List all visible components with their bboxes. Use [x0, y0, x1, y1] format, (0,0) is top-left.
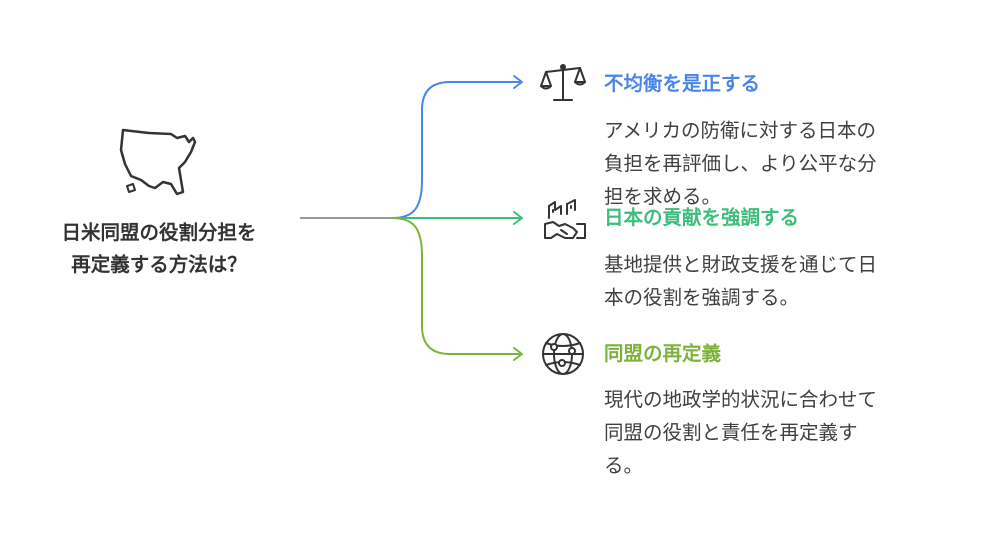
usa-map-icon	[119, 128, 197, 196]
arrowhead-3	[513, 347, 523, 361]
central-question: 日米同盟の役割分担を 再定義する方法は？	[18, 217, 300, 281]
option-1-desc-line-3: 担を求める。	[604, 185, 722, 208]
option-2-description: 基地提供と財政支援を通じて日 本の役割を強調する。	[604, 248, 964, 314]
arrowhead-1	[513, 75, 523, 89]
option-3-desc-line-3: る。	[604, 454, 644, 477]
option-1-desc-line-1: アメリカの防衛に対する日本の	[604, 119, 877, 142]
option-1-description: アメリカの防衛に対する日本の 負担を再評価し、より公平な分 担を求める。	[604, 114, 964, 213]
branch-line-1	[391, 81, 520, 219]
option-3-description: 現代の地政学的状況に合わせて 同盟の役割と責任を再定義す る。	[604, 383, 964, 482]
option-1-desc-line-2: 負担を再評価し、より公平な分	[604, 152, 877, 175]
option-1-title: 不均衡を是正する	[604, 72, 761, 95]
globe-network-icon	[542, 333, 584, 375]
branch-line-3	[391, 217, 520, 355]
option-3-desc-line-1: 現代の地政学的状況に合わせて	[604, 388, 878, 411]
option-3-title: 同盟の再定義	[604, 342, 722, 365]
central-question-line-2: 再定義する方法は？	[71, 253, 247, 276]
option-2-desc-line-2: 本の役割を強調する。	[604, 286, 800, 309]
balance-scale-icon	[540, 64, 586, 101]
handshake-factory-icon	[544, 199, 586, 239]
option-3-desc-line-2: 同盟の役割と責任を再定義す	[604, 421, 858, 444]
arrowhead-2	[513, 211, 523, 225]
option-2-desc-line-1: 基地提供と財政支援を通じて日	[604, 253, 878, 276]
option-2-title: 日本の貢献を強調する	[604, 206, 800, 229]
central-question-line-1: 日米同盟の役割分担を	[61, 221, 257, 244]
